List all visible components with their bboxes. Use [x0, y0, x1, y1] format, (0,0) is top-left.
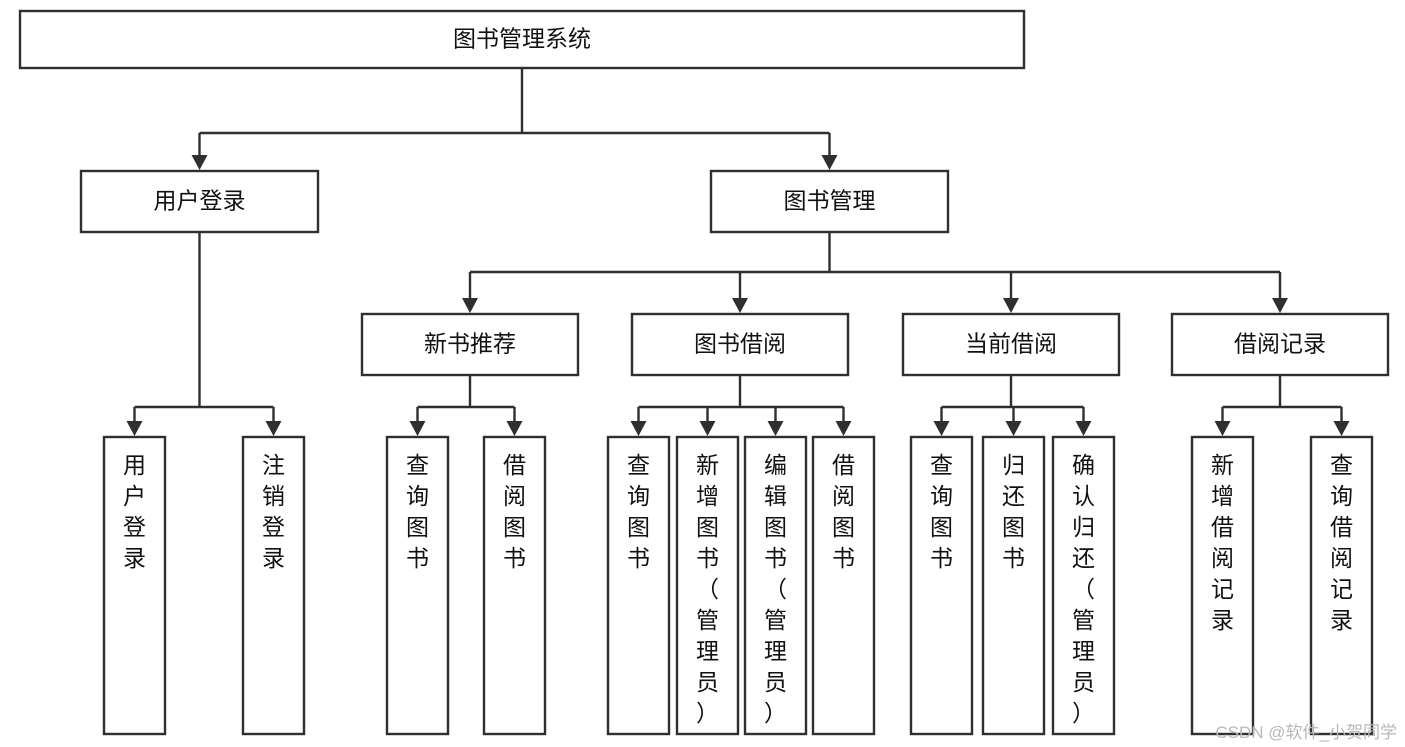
node-box-current-borrow[interactable] [901, 312, 1121, 377]
connector-group-book-borrow [630, 375, 852, 436]
node-label-leaf-borrow-book-1: 借阅图书 [503, 452, 526, 571]
connectors-layer [126, 68, 1350, 436]
node-box-root[interactable] [18, 9, 1026, 70]
arrow-head-icon [409, 421, 426, 436]
node-leaf-query-record[interactable]: 查询借阅记录 [1309, 435, 1374, 736]
node-leaf-query-book-2[interactable]: 查询图书 [606, 435, 671, 736]
node-box-leaf-logout[interactable] [241, 435, 306, 736]
arrow-head-icon [933, 421, 950, 436]
node-label-leaf-add-record: 新增借阅记录 [1211, 452, 1234, 633]
arrow-head-icon [126, 421, 143, 436]
node-leaf-return-book[interactable]: 归还图书 [981, 435, 1046, 736]
node-label-leaf-user-login: 用户登录 [123, 452, 146, 571]
node-new-book-recommend[interactable]: 新书推荐 [360, 312, 580, 377]
node-box-book-borrow[interactable] [630, 312, 850, 377]
arrow-head-icon [1214, 421, 1231, 436]
node-label-book-management: 图书管理 [784, 188, 876, 214]
node-box-leaf-add-record[interactable] [1190, 435, 1255, 736]
node-borrow-record[interactable]: 借阅记录 [1170, 312, 1390, 377]
node-box-leaf-edit-book[interactable] [743, 435, 808, 736]
node-label-leaf-query-book-1: 查询图书 [406, 452, 429, 571]
node-box-leaf-return-book[interactable] [981, 435, 1046, 736]
arrow-head-icon [821, 155, 838, 170]
node-label-new-book-recommend: 新书推荐 [424, 331, 516, 357]
connector-group-root [191, 68, 838, 170]
node-box-user-login[interactable] [79, 169, 320, 234]
node-book-borrow[interactable]: 图书借阅 [630, 312, 850, 377]
arrow-head-icon [732, 298, 748, 313]
node-label-current-borrow: 当前借阅 [965, 331, 1057, 357]
node-box-leaf-borrow-book-2[interactable] [811, 435, 876, 736]
node-leaf-logout[interactable]: 注销登录 [241, 435, 306, 736]
node-label-leaf-logout: 注销登录 [262, 452, 285, 571]
arrow-head-icon [1333, 421, 1350, 436]
arrow-head-icon [506, 421, 523, 436]
connector-group-current-borrow [933, 375, 1092, 436]
node-box-borrow-record[interactable] [1170, 312, 1390, 377]
node-label-book-borrow: 图书借阅 [694, 331, 786, 357]
node-label-leaf-query-book-3: 查询图书 [930, 452, 953, 571]
arrow-head-icon [265, 421, 282, 436]
node-label-leaf-return-book: 归还图书 [1002, 452, 1025, 571]
arrow-head-icon [1272, 298, 1288, 313]
node-label-borrow-record: 借阅记录 [1234, 331, 1326, 357]
node-label-user-login: 用户登录 [154, 188, 246, 214]
arrow-head-icon [1005, 421, 1022, 436]
node-box-book-management[interactable] [709, 169, 950, 234]
node-label-leaf-edit-book: 编辑图书（管理员） [764, 452, 787, 726]
node-label-leaf-add-book: 新增图书（管理员） [696, 452, 719, 726]
connector-group-borrow-record [1214, 375, 1350, 436]
node-box-leaf-user-login[interactable] [102, 435, 167, 736]
node-leaf-add-record[interactable]: 新增借阅记录 [1190, 435, 1255, 736]
arrow-head-icon [699, 421, 716, 436]
node-label-leaf-query-record: 查询借阅记录 [1330, 452, 1353, 633]
node-leaf-confirm-return[interactable]: 确认归还（管理员） [1051, 435, 1116, 736]
node-leaf-user-login[interactable]: 用户登录 [102, 435, 167, 736]
node-label-leaf-confirm-return: 确认归还（管理员） [1072, 452, 1095, 726]
arrow-head-icon [1075, 421, 1092, 436]
node-box-leaf-borrow-book-1[interactable] [482, 435, 547, 736]
node-current-borrow[interactable]: 当前借阅 [901, 312, 1121, 377]
node-leaf-borrow-book-1[interactable]: 借阅图书 [482, 435, 547, 736]
node-leaf-borrow-book-2[interactable]: 借阅图书 [811, 435, 876, 736]
nodes-layer: 图书管理系统用户登录图书管理新书推荐图书借阅当前借阅借阅记录用户登录注销登录查询… [18, 9, 1390, 736]
node-root[interactable]: 图书管理系统 [18, 9, 1026, 70]
arrow-head-icon [767, 421, 784, 436]
node-leaf-edit-book[interactable]: 编辑图书（管理员） [743, 435, 808, 736]
arrow-head-icon [462, 298, 478, 313]
node-leaf-query-book-1[interactable]: 查询图书 [385, 435, 450, 736]
connector-group-book-management [462, 232, 1288, 313]
node-box-leaf-query-book-1[interactable] [385, 435, 450, 736]
node-label-root: 图书管理系统 [453, 26, 591, 52]
connector-group-new-book-recommend [409, 375, 523, 436]
csdn-watermark: CSDN @软件_小贺同学 [1215, 723, 1397, 742]
arrow-head-icon [835, 421, 852, 436]
node-box-leaf-add-book[interactable] [675, 435, 740, 736]
arrow-head-icon [630, 421, 647, 436]
node-label-leaf-query-book-2: 查询图书 [627, 452, 650, 571]
node-box-leaf-confirm-return[interactable] [1051, 435, 1116, 736]
node-box-new-book-recommend[interactable] [360, 312, 580, 377]
node-box-leaf-query-book-3[interactable] [909, 435, 974, 736]
node-box-leaf-query-record[interactable] [1309, 435, 1374, 736]
connector-group-user-login [126, 232, 282, 436]
arrow-head-icon [191, 155, 208, 170]
arrow-head-icon [1003, 298, 1019, 313]
node-label-leaf-borrow-book-2: 借阅图书 [832, 452, 855, 571]
node-user-login[interactable]: 用户登录 [79, 169, 320, 234]
node-leaf-add-book[interactable]: 新增图书（管理员） [675, 435, 740, 736]
node-leaf-query-book-3[interactable]: 查询图书 [909, 435, 974, 736]
node-book-management[interactable]: 图书管理 [709, 169, 950, 234]
node-box-leaf-query-book-2[interactable] [606, 435, 671, 736]
